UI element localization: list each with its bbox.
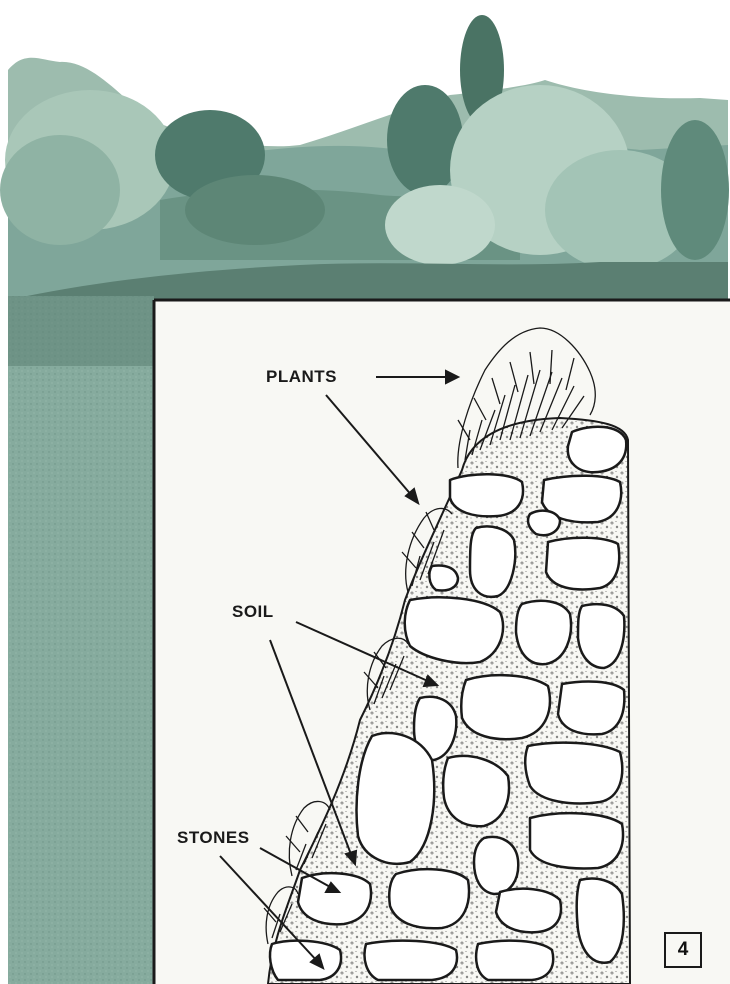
figure-number-badge: 4 <box>664 932 702 968</box>
lawn <box>8 296 154 984</box>
plants-label: PLANTS <box>266 367 337 387</box>
stones-label: STONES <box>177 828 250 848</box>
soil-label: SOIL <box>232 602 274 622</box>
